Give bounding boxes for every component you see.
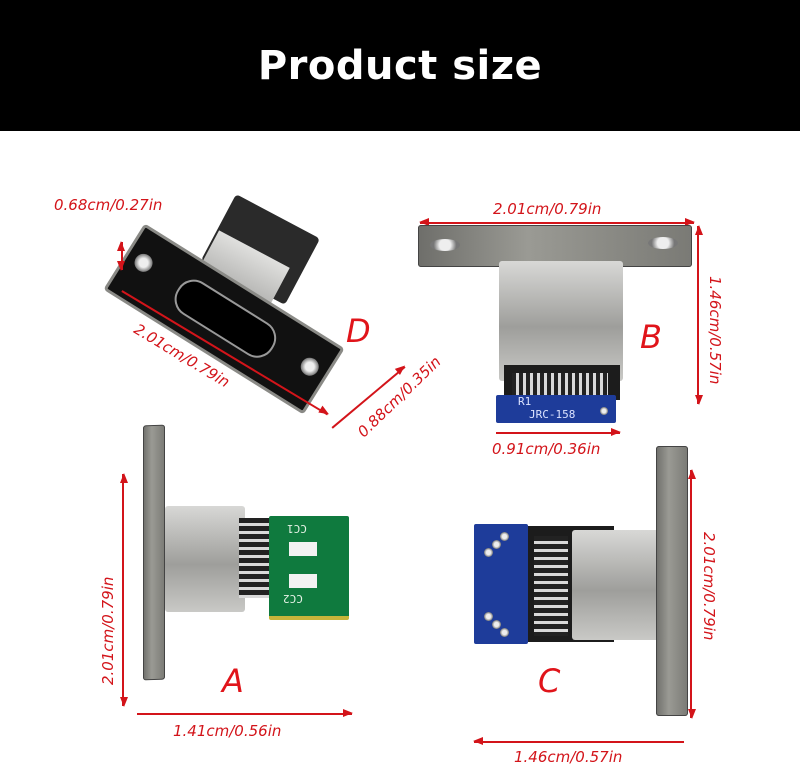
arrow-height-c <box>690 470 692 718</box>
dimension-width-a: 1.41cm/0.56in <box>173 722 282 740</box>
dimension-height-a: 2.01cm/0.79in <box>99 576 117 685</box>
arrow-body-width-b <box>496 429 621 435</box>
arrow-width-a <box>137 710 353 716</box>
arrow-height-b <box>697 226 699 404</box>
view-label-a: A <box>222 662 244 700</box>
dimension-thickness-d: 0.68cm/0.27in <box>54 196 163 214</box>
arrow-width-c <box>473 738 684 744</box>
view-label-d: D <box>346 312 371 350</box>
view-label-b: B <box>640 318 662 356</box>
dimension-width-c: 1.46cm/0.57in <box>514 748 623 766</box>
arrow-width-b <box>419 219 695 225</box>
arrow-height-a <box>122 474 124 706</box>
dimension-body-width-b: 0.91cm/0.36in <box>492 440 601 458</box>
pcb-model-text-b: JRC-158 <box>529 408 576 421</box>
usb-c-connector-b-image: R1 JRC-158 <box>416 225 696 425</box>
view-label-c: C <box>538 662 561 700</box>
dimension-width-b: 2.01cm/0.79in <box>493 200 602 218</box>
usb-c-connector-c-image <box>474 440 714 720</box>
pcb-mark-b: R1 <box>518 395 532 408</box>
pcb-label-cc2: CC2 <box>283 592 303 605</box>
usb-c-connector-a-image: CC1 CC2 <box>135 420 365 681</box>
arrow-thickness-d <box>121 242 123 270</box>
dimension-height-c: 2.01cm/0.79in <box>700 532 718 641</box>
dimension-height-b: 1.46cm/0.57in <box>706 276 724 385</box>
page-title: Product size <box>257 42 543 89</box>
pcb-label-cc1: CC1 <box>287 522 307 535</box>
header-banner: Product size <box>0 0 800 131</box>
